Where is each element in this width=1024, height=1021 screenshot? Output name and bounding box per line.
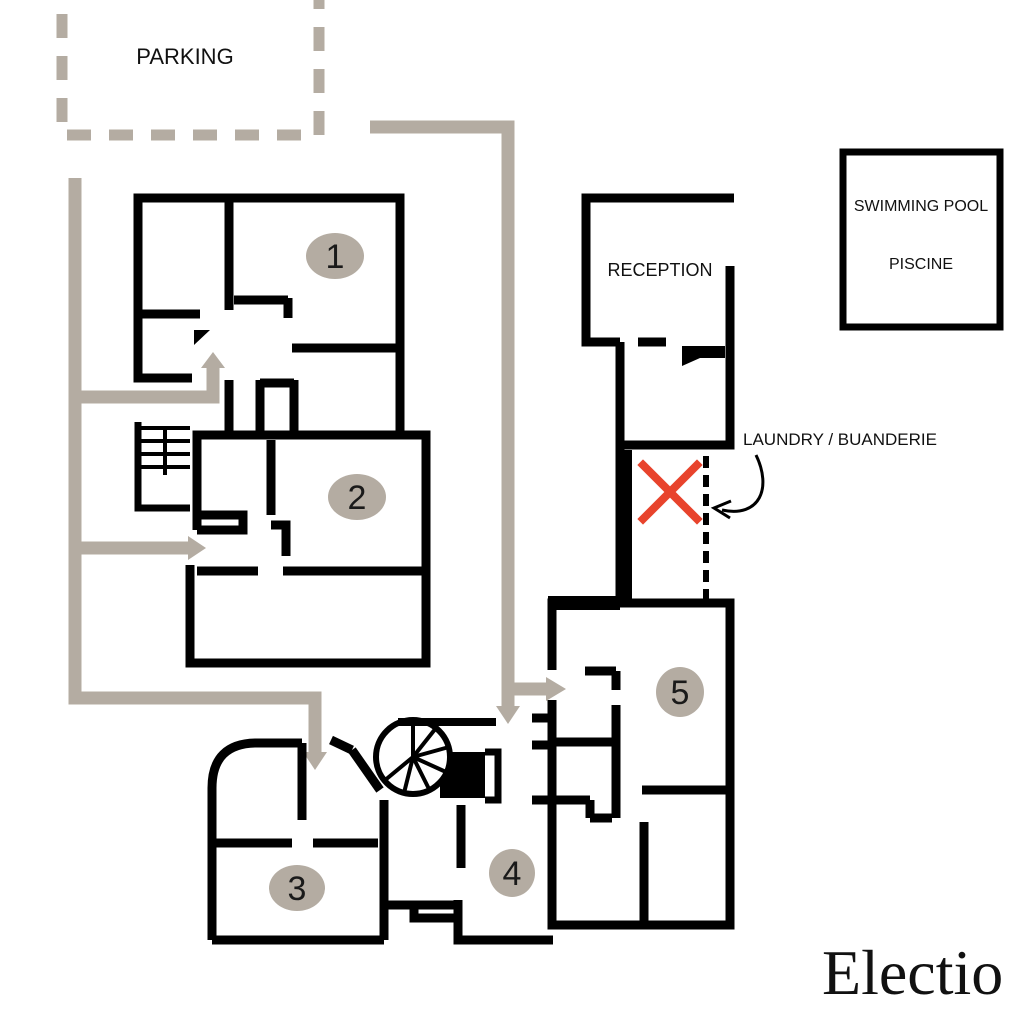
unit-number-3: 3 — [288, 870, 307, 908]
swimming-pool: SWIMMING POOL PISCINE — [839, 148, 1004, 331]
unit-badge-2[interactable]: 2 — [328, 474, 386, 520]
spiral-staircase-icon — [373, 717, 502, 804]
path-to-unit-3 — [68, 178, 322, 755]
reception-walls — [581, 193, 735, 600]
unit-5-walls — [547, 598, 735, 930]
parking-outline — [56, 0, 325, 141]
parking-label: PARKING — [136, 44, 233, 69]
arrowhead-unit-1 — [201, 352, 225, 368]
unit-1-walls — [133, 193, 405, 440]
arrowhead-unit-2 — [188, 536, 206, 560]
laundry-wall — [616, 450, 632, 606]
piscine-label: PISCINE — [889, 256, 953, 273]
path-arrowheads — [188, 352, 566, 770]
path-to-unit-4 — [370, 120, 515, 710]
unit-4-walls — [379, 713, 590, 945]
pool-outline — [839, 148, 1004, 331]
straight-staircase — [134, 422, 190, 512]
arrowhead-unit-3 — [303, 752, 327, 770]
parking-area: PARKING — [56, 0, 325, 141]
arrowhead-unit-5 — [546, 677, 566, 701]
walking-paths — [68, 120, 548, 755]
arrowhead-unit-4 — [496, 706, 520, 724]
unit-5-thick-wall — [548, 596, 620, 610]
curved-arrow-icon — [710, 454, 765, 520]
laundry-room: LAUNDRY / BUANDERIE — [616, 430, 937, 608]
unit-badge-3[interactable]: 3 — [269, 865, 325, 911]
red-cross-icon — [637, 459, 703, 525]
unit-number-4: 4 — [503, 855, 522, 893]
path-to-unit-1 — [75, 365, 220, 404]
reception-label: RECEPTION — [607, 260, 712, 280]
unit-badge-1[interactable]: 1 — [306, 233, 364, 279]
unit-3-walls — [207, 735, 389, 945]
unit-2-walls — [185, 430, 431, 668]
brand-logo: Electio — [822, 937, 1003, 1008]
reception-door-mark — [682, 346, 725, 366]
swimming-pool-label: SWIMMING POOL — [854, 198, 988, 215]
unit-badge-4[interactable]: 4 — [489, 849, 535, 897]
unit-1-door-mark — [194, 330, 210, 345]
laundry-label: LAUNDRY / BUANDERIE — [743, 430, 937, 449]
unit-number-2: 2 — [348, 479, 367, 517]
unit-number-5: 5 — [671, 674, 690, 712]
unit-number-1: 1 — [326, 238, 345, 276]
unit-badge-5[interactable]: 5 — [656, 667, 704, 717]
